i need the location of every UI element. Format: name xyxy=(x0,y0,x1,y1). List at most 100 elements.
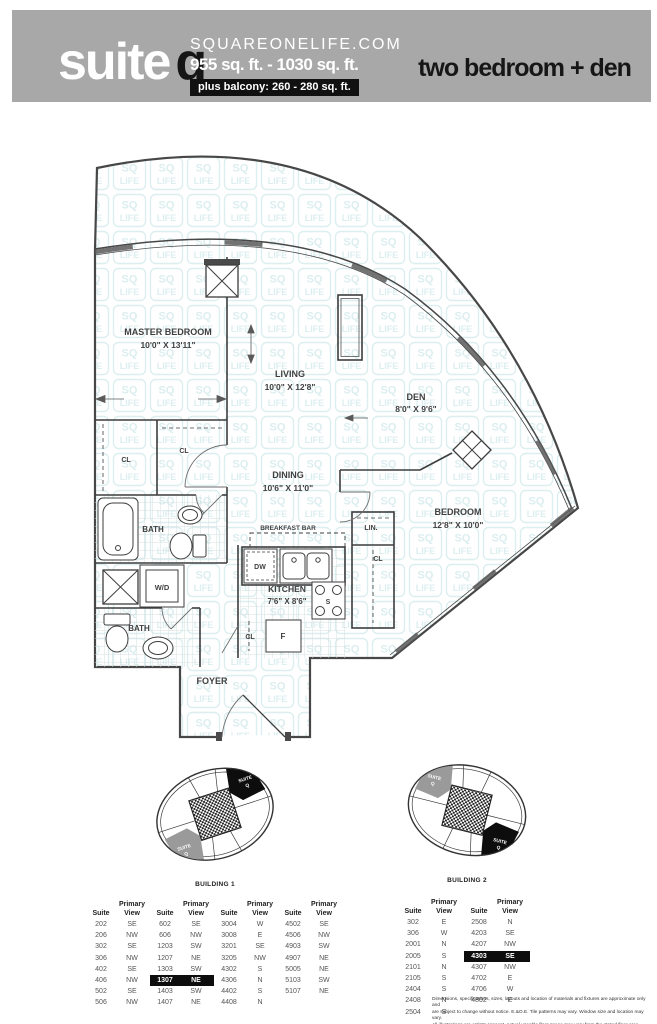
suite-q-label: Q xyxy=(245,782,250,788)
kitchen-label: KITCHEN xyxy=(268,584,306,594)
bedroom-dims: 12'8" X 10'0" xyxy=(433,520,484,530)
building-core xyxy=(188,787,242,842)
unit-outline xyxy=(93,155,580,739)
suite-word: suite xyxy=(58,33,171,91)
size-range: 955 sq. ft. - 1030 sq. ft. xyxy=(190,55,359,74)
building-2-label: BUILDING 2 xyxy=(447,877,487,884)
dining-label: DINING xyxy=(272,470,304,480)
suite-q-label: Q xyxy=(184,851,189,857)
building-1-keyplan: SUITE Q SUITE Q xyxy=(156,767,274,861)
fixtures xyxy=(97,424,389,660)
suite-type: two bedroom + den xyxy=(418,54,632,82)
building-2-diagram: SUITE Q SUITE Q BUILDING 2 xyxy=(401,758,533,884)
closet-label: CL xyxy=(373,556,383,563)
dishwasher-label: DW xyxy=(254,564,266,571)
dishwasher xyxy=(243,548,278,584)
entry-door xyxy=(216,694,291,741)
size-block: SQUAREONELIFE.COM 955 sq. ft. - 1030 sq.… xyxy=(190,36,402,96)
suite-q-label: SUITE xyxy=(427,773,442,781)
master-bedroom-label: MASTER BEDROOM xyxy=(124,327,212,337)
toilet xyxy=(103,613,131,626)
structural-columns xyxy=(102,259,492,605)
fridge xyxy=(265,619,302,653)
suite-q-label: Q xyxy=(496,845,501,851)
fridge-label: F xyxy=(281,632,286,641)
building-1-label: BUILDING 1 xyxy=(195,881,235,888)
den-dims: 8'0" X 9'6" xyxy=(395,404,436,414)
suite-q-wedge-gray xyxy=(415,765,453,799)
toilet xyxy=(192,534,207,558)
living-dims: 10'0" X 12'8" xyxy=(265,382,316,392)
dining-dims: 10'6" X 11'0" xyxy=(263,483,313,493)
interior-walls xyxy=(95,257,453,667)
doors xyxy=(161,444,371,654)
disclaimer-line: All illustrations are artist's concept. … xyxy=(432,1023,654,1024)
suite-q-label: Q xyxy=(430,781,435,787)
suite-q-wedge-dark xyxy=(226,768,266,801)
kitchen-dims: 7'6" X 8'6" xyxy=(268,597,307,606)
disclaimer: Dimensions, specifications, sizes, layou… xyxy=(432,997,654,1024)
suite-q-wedge-dark xyxy=(481,822,519,855)
closet-label: CL xyxy=(179,448,189,455)
linen-label: LIN. xyxy=(364,525,377,532)
suite-q-label: SUITE xyxy=(177,843,192,852)
master-bedroom-dims: 10'0" X 13'11" xyxy=(140,340,195,350)
dimension-arrows xyxy=(94,323,368,422)
suite-q-label: SUITE xyxy=(493,837,508,845)
suite-q-label: SUITE xyxy=(238,775,253,784)
breakfast-bar-label: BREAKFAST BAR xyxy=(260,525,316,532)
bath2-label: BATH xyxy=(128,624,150,633)
suite-q-wedge-gray xyxy=(164,828,204,860)
foyer-label: FOYER xyxy=(196,676,228,686)
website-text: SQUAREONELIFE.COM xyxy=(190,36,402,53)
